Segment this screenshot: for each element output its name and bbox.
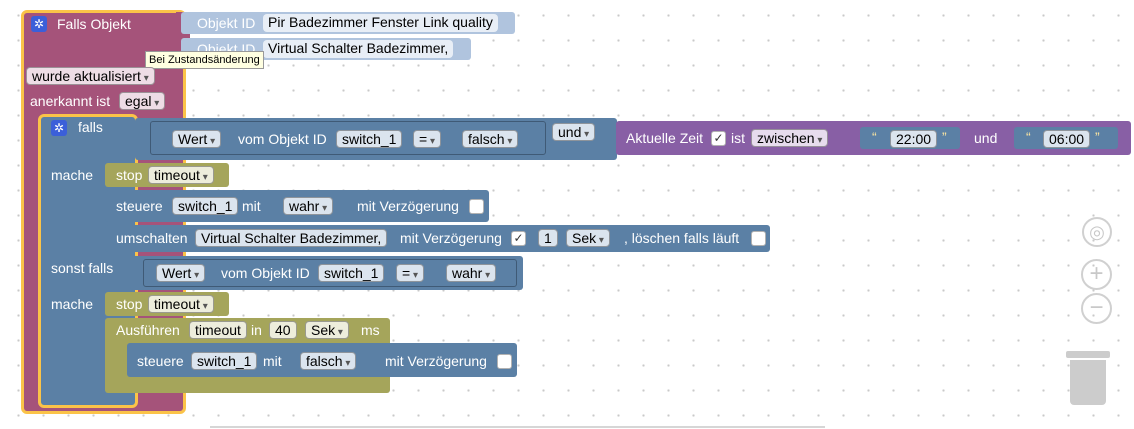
from-object-label-2: vom Objekt ID <box>221 265 310 281</box>
object-id-label-1: Objekt ID <box>197 15 256 31</box>
elseif-label: sonst falls <box>51 260 114 276</box>
execute-name-field[interactable]: timeout <box>189 321 247 339</box>
value-dropdown-2[interactable]: Wert <box>156 264 206 282</box>
control-delay-checkbox-2[interactable] <box>497 354 512 369</box>
toggle-object[interactable]: Virtual Schalter Badezimmer, <box>195 229 388 247</box>
control-delay-checkbox-1[interactable] <box>469 199 484 214</box>
from-object-label-1: vom Objekt ID <box>238 131 327 147</box>
do-label-1: mache <box>51 167 94 183</box>
time-checkbox[interactable]: ✓ <box>711 131 726 146</box>
zoom-in-icon[interactable]: + <box>1081 259 1112 290</box>
in-label: in <box>251 322 262 338</box>
object-id-value-1[interactable]: Pir Badezimmer Fenster Link quality <box>263 14 498 32</box>
operator-dropdown-1[interactable]: = <box>413 130 441 148</box>
gear-icon[interactable]: ✲ <box>51 120 67 136</box>
quote-close-icon: ” <box>1095 129 1100 145</box>
trigger-title: Falls Objekt <box>57 16 131 32</box>
toggle-clear-checkbox[interactable] <box>751 231 766 246</box>
control-delay-label-1: mit Verzögerung <box>357 198 459 214</box>
control-value-dropdown-1[interactable]: wahr <box>283 197 334 215</box>
toggle-delay-checkbox[interactable]: ✓ <box>511 231 526 246</box>
time-to-field[interactable]: 06:00 <box>1043 130 1091 148</box>
zoom-out-icon[interactable]: − <box>1081 293 1112 324</box>
quote-open-icon: “ <box>872 129 877 145</box>
time-mode-dropdown[interactable]: zwischen <box>751 129 829 147</box>
toggle-label: umschalten <box>116 230 188 246</box>
toggle-delay-label: mit Verzögerung <box>400 230 502 246</box>
time-ist-label: ist <box>731 130 745 146</box>
ms-label: ms <box>361 322 380 338</box>
trash-can <box>1070 360 1106 405</box>
control-label-2: steuere <box>137 353 184 369</box>
compare-dropdown-2[interactable]: wahr <box>446 264 497 282</box>
update-type-dropdown[interactable]: wurde aktualisiert <box>26 67 155 85</box>
toggle-delay-value[interactable]: 1 <box>538 229 558 247</box>
center-target-icon[interactable]: ◎ <box>1082 217 1112 247</box>
in-unit-dropdown[interactable]: Sek <box>305 321 349 339</box>
gear-icon[interactable]: ✲ <box>31 16 47 32</box>
and-dropdown[interactable]: und <box>552 123 596 141</box>
horizontal-scrollbar[interactable] <box>210 426 825 428</box>
control-mit-1: mit <box>242 198 261 214</box>
toggle-clear-label: , löschen falls läuft <box>624 230 740 246</box>
control-object-2[interactable]: switch_1 <box>191 352 258 370</box>
stop-timeout-dropdown-2[interactable]: timeout <box>148 295 214 313</box>
ack-label: anerkannt ist <box>30 93 111 109</box>
operator-dropdown-2[interactable]: = <box>396 264 424 282</box>
control-mit-2: mit <box>263 353 282 369</box>
object-field-2[interactable]: switch_1 <box>318 264 385 282</box>
tooltip: Bei Zustandsänderung <box>145 51 264 69</box>
do-label-2: mache <box>51 296 94 312</box>
control-object-1[interactable]: switch_1 <box>172 197 239 215</box>
quote-open-icon: “ <box>1026 129 1031 145</box>
in-value-field[interactable]: 40 <box>269 321 297 339</box>
trash-lid <box>1066 351 1110 358</box>
stop-timeout-dropdown-1[interactable]: timeout <box>148 166 214 184</box>
time-label: Aktuelle Zeit <box>626 130 704 146</box>
control-label-1: steuere <box>116 198 163 214</box>
control-delay-label-2: mit Verzögerung <box>385 353 487 369</box>
execute-label: Ausführen <box>116 322 180 338</box>
value-dropdown-1[interactable]: Wert <box>172 130 222 148</box>
time-from-field[interactable]: 22:00 <box>890 130 938 148</box>
toggle-unit-dropdown[interactable]: Sek <box>566 229 610 247</box>
if-label: falls <box>78 119 103 135</box>
ack-dropdown[interactable]: egal <box>119 92 166 110</box>
object-id-value-2[interactable]: Virtual Schalter Badezimmer, <box>263 40 454 58</box>
compare-dropdown-1[interactable]: falsch <box>462 130 519 148</box>
control-value-dropdown-2[interactable]: falsch <box>300 352 357 370</box>
stop-label-1: stop <box>116 167 143 183</box>
stop-label-2: stop <box>116 296 143 312</box>
time-and-label: und <box>974 130 998 146</box>
object-field-1[interactable]: switch_1 <box>336 130 403 148</box>
quote-close-icon: ” <box>942 129 947 145</box>
